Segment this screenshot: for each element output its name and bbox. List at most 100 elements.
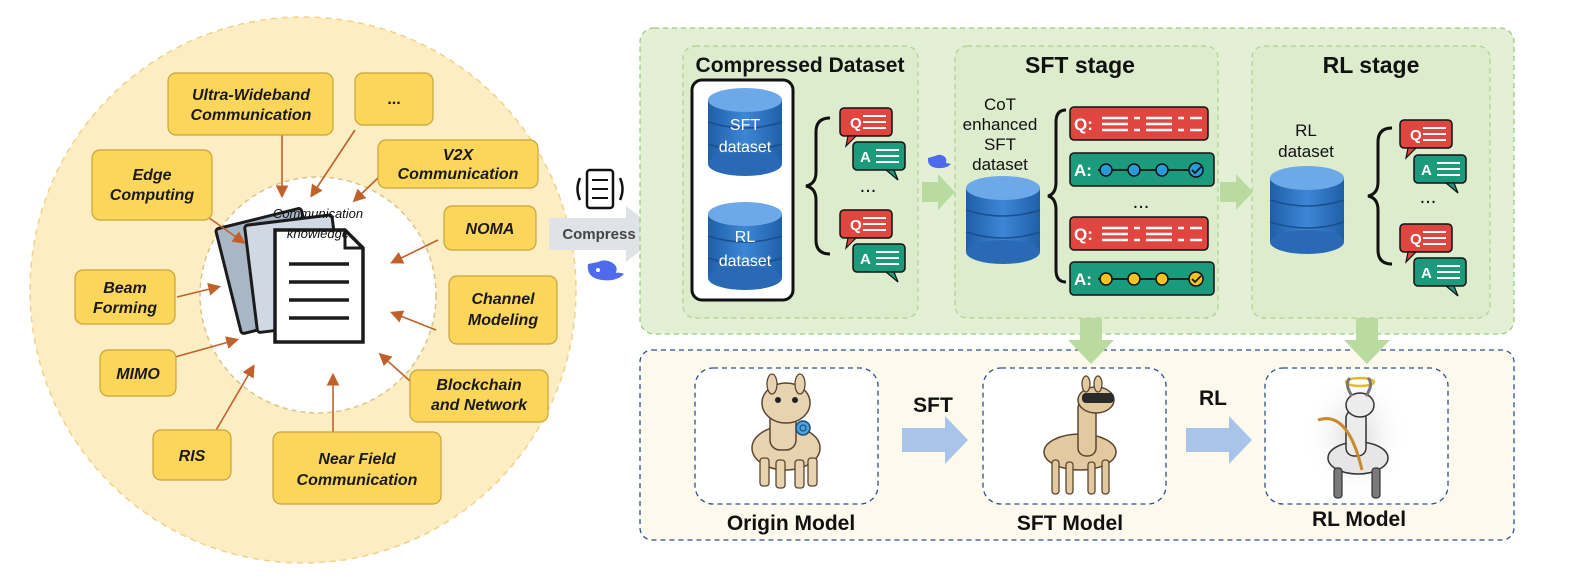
arrow-origin-to-sft	[902, 416, 968, 464]
arrow-rl-down	[1344, 318, 1390, 364]
sft-stage-box: SFT stage CoT enhanced SFT dataset Q:	[954, 45, 1219, 319]
compressed-dataset-title: Compressed Dataset	[696, 54, 905, 77]
svg-text:A:: A:	[1074, 270, 1092, 289]
sft-stage-label: CoT	[984, 95, 1016, 114]
arrow-to-sft-stage	[922, 174, 955, 210]
topic-box-edge-computing: Edge Computing	[91, 149, 213, 221]
topic-label: Communication	[191, 107, 312, 124]
rl-dataset-db	[1269, 166, 1345, 254]
qa-bubble-q: Q	[839, 107, 893, 148]
whale-icon	[927, 154, 951, 169]
sft-dataset-label: dataset	[719, 139, 772, 156]
svg-text:A: A	[860, 149, 871, 166]
qa-bubble-a: A	[852, 141, 906, 181]
topic-label: Communication	[297, 472, 418, 489]
compress-label: Compress	[562, 226, 635, 243]
rl-dataset-label: dataset	[719, 253, 772, 270]
ellipsis: ...	[860, 175, 877, 197]
topic-arrows	[174, 129, 439, 433]
topic-label: V2X	[443, 147, 475, 164]
rl-stage-title: RL stage	[1323, 52, 1420, 78]
arrow-sft-down	[1068, 318, 1114, 364]
rl-stage-label: dataset	[1278, 142, 1334, 161]
svg-text:Q: Q	[850, 115, 862, 132]
cot-question-row: Q:	[1069, 106, 1209, 141]
qa-bubble-a: A	[1413, 257, 1467, 297]
rl-stage-box: RL stage RL dataset Q A ...	[1251, 45, 1491, 319]
qa-bubble-a: A	[852, 243, 906, 283]
brace	[1047, 108, 1067, 284]
cot-answer-row: A:	[1069, 261, 1215, 296]
topic-label: Forming	[93, 300, 157, 317]
documents-icon	[214, 207, 365, 344]
svg-text:Q: Q	[1410, 127, 1422, 144]
armored-goat-icon	[1304, 369, 1408, 501]
center-label-line1: Communication	[273, 206, 363, 221]
baby-llama-icon	[751, 373, 821, 489]
topic-box-ris: RIS	[152, 429, 232, 481]
brace	[805, 116, 831, 256]
sft-model-label: SFT Model	[1017, 512, 1123, 535]
sft-dataset-label: SFT	[730, 117, 760, 134]
svg-text:A: A	[1421, 265, 1432, 282]
qa-bubble-a: A	[1413, 154, 1467, 194]
rl-dataset-db: RL dataset	[707, 202, 783, 290]
topic-label: Computing	[110, 187, 195, 204]
brace	[1367, 126, 1393, 266]
cot-sft-dataset-db	[965, 176, 1041, 264]
topic-box-v2x: V2X Communication	[377, 139, 539, 189]
topic-label: MIMO	[116, 366, 160, 383]
qa-bubble-q: Q	[1399, 223, 1453, 264]
svg-text:A: A	[1421, 162, 1432, 179]
svg-text:A:: A:	[1074, 161, 1092, 180]
center-label-line2: knowledge	[287, 226, 349, 241]
topic-box-beam-forming: Beam Forming	[74, 269, 176, 325]
qa-bubble-q: Q	[839, 209, 893, 250]
sft-dataset-db: SFT dataset	[707, 88, 783, 176]
topic-box-more: ...	[354, 72, 434, 126]
topic-box-near-field: Near Field Communication	[272, 431, 442, 505]
svg-text:Q: Q	[1410, 231, 1422, 248]
cot-question-row: Q:	[1069, 216, 1209, 251]
topic-label: Channel	[471, 291, 535, 308]
llama-with-goggles-icon	[1043, 375, 1117, 495]
svg-text:Q: Q	[850, 217, 862, 234]
topic-label: Beam	[103, 280, 147, 297]
ellipsis: ...	[1133, 191, 1150, 213]
sft-stage-label: SFT	[984, 135, 1016, 154]
knowledge-wheel: Communication knowledge Ultra-Wideband C…	[29, 16, 577, 564]
topic-box-mimo: MIMO	[99, 349, 177, 397]
compress-arrow: Compress	[549, 168, 663, 281]
topic-label: Modeling	[468, 312, 538, 329]
svg-text:Q:: Q:	[1074, 115, 1093, 134]
topic-label: Blockchain	[436, 377, 522, 394]
rl-dataset-label: RL	[735, 229, 756, 246]
topic-label: Ultra-Wideband	[192, 87, 311, 104]
topic-box-channel-modeling: Channel Modeling	[448, 275, 558, 345]
topic-label: ...	[387, 91, 400, 108]
topic-label: RIS	[179, 448, 206, 465]
topic-label: Edge	[132, 167, 171, 184]
arrow-sft-to-rl	[1186, 416, 1252, 464]
sft-arrow-label: SFT	[913, 394, 953, 417]
svg-text:A: A	[860, 251, 871, 268]
topic-label: Near Field	[318, 451, 397, 468]
topic-box-uwb: Ultra-Wideband Communication	[167, 72, 334, 136]
arrow-to-rl-stage	[1220, 174, 1253, 210]
topic-label: Communication	[398, 166, 519, 183]
qa-bubble-q: Q	[1399, 119, 1453, 160]
rl-model-label: RL Model	[1312, 508, 1406, 531]
scroll-icon	[576, 168, 624, 210]
ellipsis: ...	[1420, 186, 1437, 208]
topic-box-noma: NOMA	[443, 205, 537, 251]
compressed-dataset-box: Compressed Dataset SFT dataset RL datase…	[682, 45, 919, 319]
whale-icon	[587, 260, 624, 281]
cot-answer-row: A:	[1069, 152, 1215, 187]
origin-model-label: Origin Model	[727, 512, 855, 535]
sft-stage-label: dataset	[972, 155, 1028, 174]
sft-stage-label: enhanced	[963, 115, 1038, 134]
topic-box-blockchain: Blockchain and Network	[409, 369, 549, 423]
topic-label: and Network	[431, 397, 528, 414]
topic-label: NOMA	[466, 221, 515, 238]
